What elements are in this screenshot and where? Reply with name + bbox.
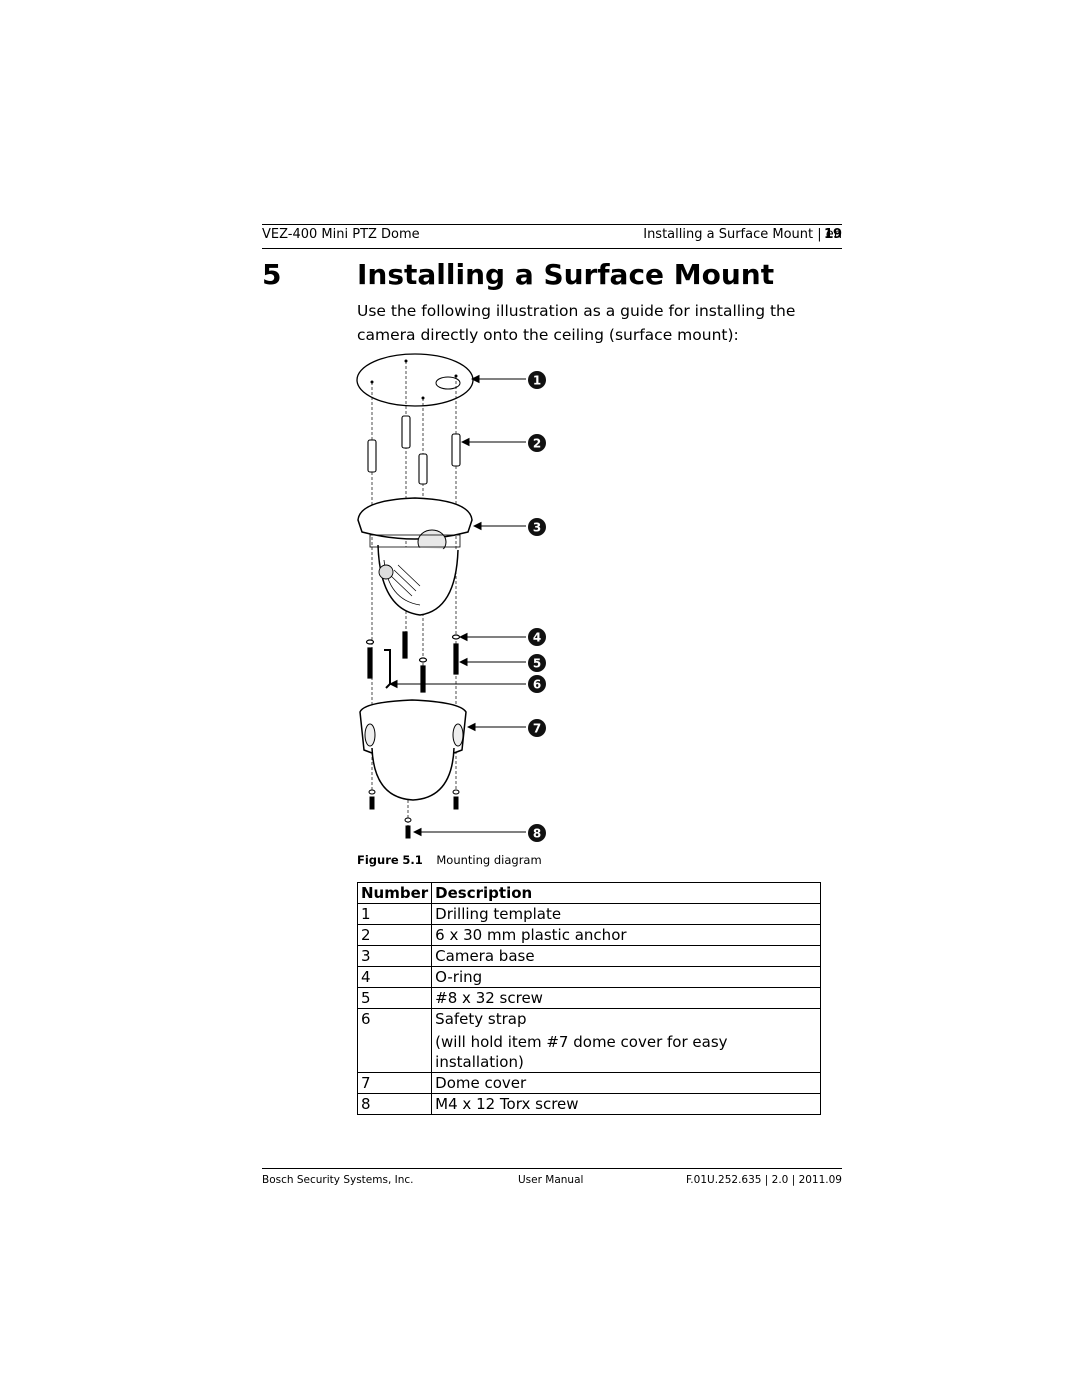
table-row: 6 Safety strap (will hold item #7 dome c…	[356, 1008, 821, 1073]
row-number: 8	[356, 1093, 433, 1115]
camera-base-drawing	[357, 497, 473, 616]
callout-4: 4	[533, 631, 541, 645]
callout-circles	[528, 371, 546, 842]
callout-6: 6	[533, 678, 541, 692]
figure-caption: Figure 5.1 Mounting diagram	[357, 853, 542, 867]
footer-doc-type: User Manual	[518, 1174, 584, 1186]
parts-table: Number Description 1 Drilling template 2…	[356, 882, 821, 1115]
column-header-number: Number	[356, 882, 433, 904]
row-description-line-1: Safety strap	[435, 1010, 527, 1028]
table-header-row: Number Description	[356, 882, 821, 904]
table-row: 3 Camera base	[356, 945, 821, 967]
table-row: 4 O-ring	[356, 966, 821, 988]
row-description-line-2: (will hold item #7 dome cover for easy i…	[435, 1033, 728, 1071]
callout-8: 8	[533, 827, 541, 841]
row-number: 2	[356, 924, 433, 946]
row-number: 4	[356, 966, 433, 988]
intro-paragraph: Use the following illustration as a guid…	[357, 302, 796, 344]
torx-screws-drawing	[368, 789, 460, 839]
figure-number: 5.1	[402, 853, 423, 867]
footer-doc-id: F.01U.252.635 | 2.0 | 2011.09	[685, 1174, 842, 1186]
column-header-description: Description	[431, 882, 821, 904]
footer-company: Bosch Security Systems, Inc.	[262, 1174, 414, 1186]
table-row: 1 Drilling template	[356, 903, 821, 925]
dome-cover-drawing	[359, 699, 467, 801]
callout-1: 1	[533, 374, 541, 388]
row-number: 3	[356, 945, 433, 967]
figure-label: Figure	[357, 853, 399, 867]
row-description: Camera base	[431, 945, 821, 967]
callout-5: 5	[533, 657, 541, 671]
drilling-template-drawing	[356, 353, 474, 407]
row-description: Safety strap (will hold item #7 dome cov…	[431, 1008, 821, 1073]
mounting-diagram: 1 2 3 4 5 6 7 8	[356, 353, 546, 842]
row-number: 7	[356, 1072, 433, 1094]
row-description: M4 x 12 Torx screw	[431, 1093, 821, 1115]
callout-2: 2	[533, 437, 541, 451]
row-number: 5	[356, 987, 433, 1009]
row-number: 6	[356, 1008, 433, 1073]
figure-caption-text: Mounting diagram	[436, 853, 542, 867]
chapter-number: 5	[262, 258, 282, 291]
row-description: Drilling template	[431, 903, 821, 925]
row-description: Dome cover	[431, 1072, 821, 1094]
row-number: 1	[356, 903, 433, 925]
table-row: 2 6 x 30 mm plastic anchor	[356, 924, 821, 946]
callout-3: 3	[533, 521, 541, 535]
header-product-name: VEZ-400 Mini PTZ Dome	[262, 227, 420, 242]
table-row: 8 M4 x 12 Torx screw	[356, 1093, 821, 1115]
screws-drawing	[365, 631, 461, 693]
table-row: 7 Dome cover	[356, 1072, 821, 1094]
footer-rule	[262, 1168, 842, 1169]
page-number: 19	[824, 227, 843, 242]
row-description: #8 x 32 screw	[431, 987, 821, 1009]
header-section-name: Installing a Surface Mount | en	[643, 227, 842, 242]
row-description: O-ring	[431, 966, 821, 988]
table-row: 5 #8 x 32 screw	[356, 987, 821, 1009]
plastic-anchors-drawing	[367, 415, 461, 485]
chapter-title: Installing a Surface Mount	[357, 258, 775, 291]
row-description: 6 x 30 mm plastic anchor	[431, 924, 821, 946]
callout-7: 7	[533, 722, 541, 736]
header-top-rule	[262, 224, 842, 225]
header-bottom-rule	[262, 248, 842, 249]
